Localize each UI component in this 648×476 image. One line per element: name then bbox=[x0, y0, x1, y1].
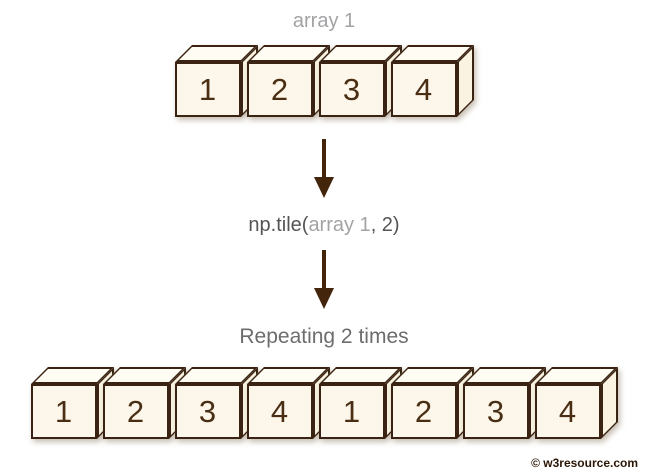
cube-value: 1 bbox=[54, 393, 73, 429]
array1-row: 1 2 3 4 bbox=[0, 45, 648, 117]
result-cube: 4 bbox=[534, 367, 618, 439]
arrow-head bbox=[314, 177, 334, 198]
cube-front-face: 3 bbox=[174, 384, 241, 439]
operation-expression: np.tile(array 1, 2) bbox=[0, 214, 648, 237]
array1-title: array 1 bbox=[292, 10, 356, 32]
result-cube: 2 bbox=[390, 367, 474, 439]
cube-front-face: 2 bbox=[102, 384, 169, 439]
array-cube: 4 bbox=[390, 45, 474, 117]
arrow-shaft bbox=[322, 139, 326, 177]
result-cube: 3 bbox=[174, 367, 258, 439]
cube-front-face: 3 bbox=[462, 384, 529, 439]
cube-front-face: 1 bbox=[30, 384, 97, 439]
result-row: 1 2 3 4 1 bbox=[0, 367, 648, 439]
cube-front-face: 4 bbox=[534, 384, 601, 439]
operation-argument: array 1 bbox=[308, 214, 371, 236]
operation-suffix: , 2) bbox=[370, 214, 400, 236]
cube-front-face: 2 bbox=[246, 62, 313, 117]
cube-front-face: 4 bbox=[390, 62, 457, 117]
cube-value: 2 bbox=[270, 71, 289, 107]
operation-function: np.tile( bbox=[248, 214, 309, 236]
watermark: © w3resource.com bbox=[531, 456, 638, 470]
cube-value: 3 bbox=[486, 393, 505, 429]
arrow-head bbox=[314, 288, 334, 309]
cube-value: 2 bbox=[414, 393, 433, 429]
array-cube: 1 bbox=[174, 45, 258, 117]
array-cube: 3 bbox=[318, 45, 402, 117]
result-cube: 1 bbox=[318, 367, 402, 439]
cube-value: 4 bbox=[270, 393, 289, 429]
result-cube: 1 bbox=[30, 367, 114, 439]
cube-value: 1 bbox=[198, 71, 217, 107]
result-cube: 4 bbox=[246, 367, 330, 439]
down-arrow-icon bbox=[312, 139, 336, 198]
cube-front-face: 1 bbox=[174, 62, 241, 117]
arrow-shaft bbox=[322, 250, 326, 288]
result-cube: 3 bbox=[462, 367, 546, 439]
down-arrow-icon bbox=[312, 250, 336, 309]
cube-value: 3 bbox=[198, 393, 217, 429]
cube-front-face: 1 bbox=[318, 384, 385, 439]
result-title: Repeating 2 times bbox=[239, 325, 409, 348]
cube-value: 1 bbox=[342, 393, 361, 429]
cube-front-face: 2 bbox=[390, 384, 457, 439]
array-cube: 2 bbox=[246, 45, 330, 117]
cube-value: 3 bbox=[342, 71, 361, 107]
result-cube: 2 bbox=[102, 367, 186, 439]
cube-value: 2 bbox=[126, 393, 145, 429]
cube-value: 4 bbox=[414, 71, 433, 107]
cube-front-face: 3 bbox=[318, 62, 385, 117]
cube-front-face: 4 bbox=[246, 384, 313, 439]
cube-value: 4 bbox=[558, 393, 577, 429]
